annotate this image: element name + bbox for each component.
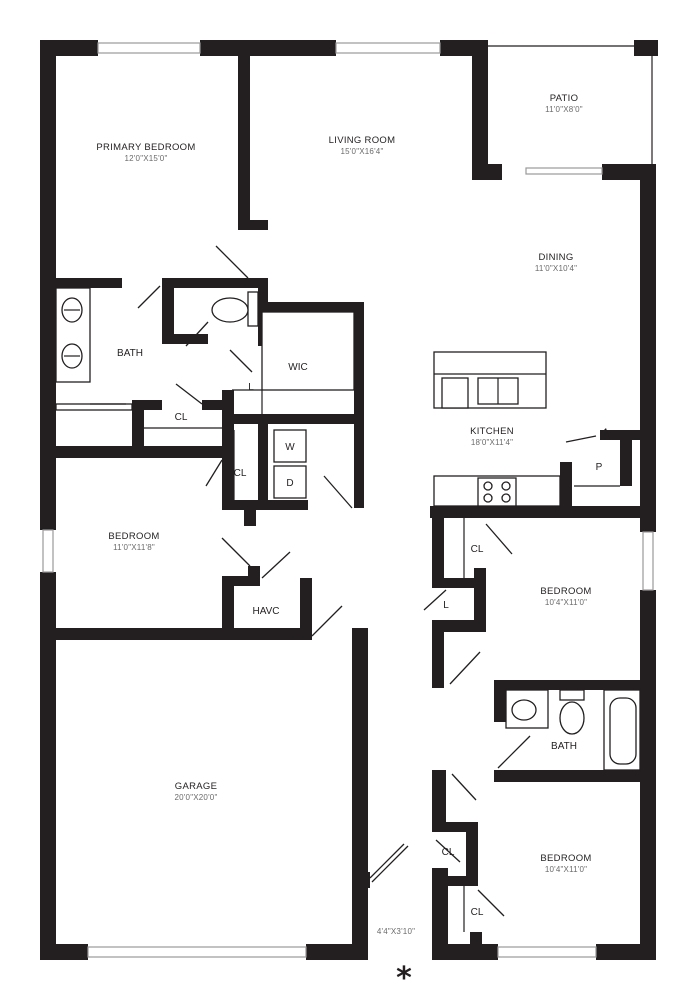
dining-dim: 11'0"X10'4" xyxy=(535,264,577,273)
dining-name: DINING xyxy=(538,252,573,263)
dishwasher xyxy=(441,377,469,409)
pantry-label: P xyxy=(596,462,603,473)
bedroom-right-upper-name: BEDROOM xyxy=(540,586,591,597)
garage-name: GARAGE xyxy=(175,781,217,792)
linen-hall-label: L xyxy=(443,600,449,611)
patio-name: PATIO xyxy=(550,93,579,104)
kitchen-name: KITCHEN xyxy=(470,426,514,437)
bedroom-left-dim: 11'0"X11'8" xyxy=(113,543,155,552)
bedroom-left-name: BEDROOM xyxy=(108,531,159,542)
dryer-label: D xyxy=(286,478,293,489)
entry-marker-icon: * xyxy=(396,961,412,996)
interior-walls xyxy=(56,56,656,946)
closet-laundry-label: CL xyxy=(234,468,247,479)
washer xyxy=(273,429,307,463)
toilet-icon xyxy=(559,701,585,735)
exterior-walls xyxy=(40,40,658,960)
living-room-name: LIVING ROOM xyxy=(329,135,396,146)
bedroom-right-lower-dim: 10'4"X11'0" xyxy=(545,865,587,874)
primary-bedroom-name: PRIMARY BEDROOM xyxy=(96,142,195,153)
closet-primary-label: CL xyxy=(175,412,188,423)
patio-dim: 11'0"X8'0" xyxy=(545,105,583,114)
wic-label: WIC xyxy=(288,362,307,373)
bedroom-right-upper-dim: 10'4"X11'0" xyxy=(545,598,587,607)
bath-primary-label: BATH xyxy=(117,348,143,359)
doors xyxy=(137,245,597,917)
closet-bed-lower-1-label: CL xyxy=(442,847,455,858)
linen-primary-label: L xyxy=(248,382,254,393)
kitchen-dim: 18'0"X11'4" xyxy=(471,438,513,447)
sink-icon xyxy=(511,699,537,721)
garage-dim: 20'0"X20'0" xyxy=(175,793,218,802)
living-room-dim: 15'0"X16'4" xyxy=(341,147,384,156)
windows xyxy=(42,42,654,958)
washer-label: W xyxy=(285,442,295,453)
bedroom-right-lower-name: BEDROOM xyxy=(540,853,591,864)
bath-hall-label: BATH xyxy=(551,741,577,752)
room-labels: PRIMARY BEDROOM 12'0"X15'0" LIVING ROOM … xyxy=(96,93,591,936)
toilet-icon xyxy=(211,297,249,323)
range-icon xyxy=(477,477,517,507)
toilet-tank xyxy=(559,689,585,701)
toilet-tank xyxy=(247,291,259,327)
entry-dim: 4'4"X3'10" xyxy=(377,927,415,936)
closet-bed-upper-label: CL xyxy=(471,544,484,555)
havc-label: HAVC xyxy=(252,606,279,617)
primary-bedroom-dim: 12'0"X15'0" xyxy=(125,154,168,163)
closet-bed-lower-2-label: CL xyxy=(471,907,484,918)
small-labels: BATH WIC L CL CL W D HAVC P CL L BATH CL… xyxy=(117,348,603,996)
dryer xyxy=(273,465,307,499)
fixtures xyxy=(55,287,641,932)
